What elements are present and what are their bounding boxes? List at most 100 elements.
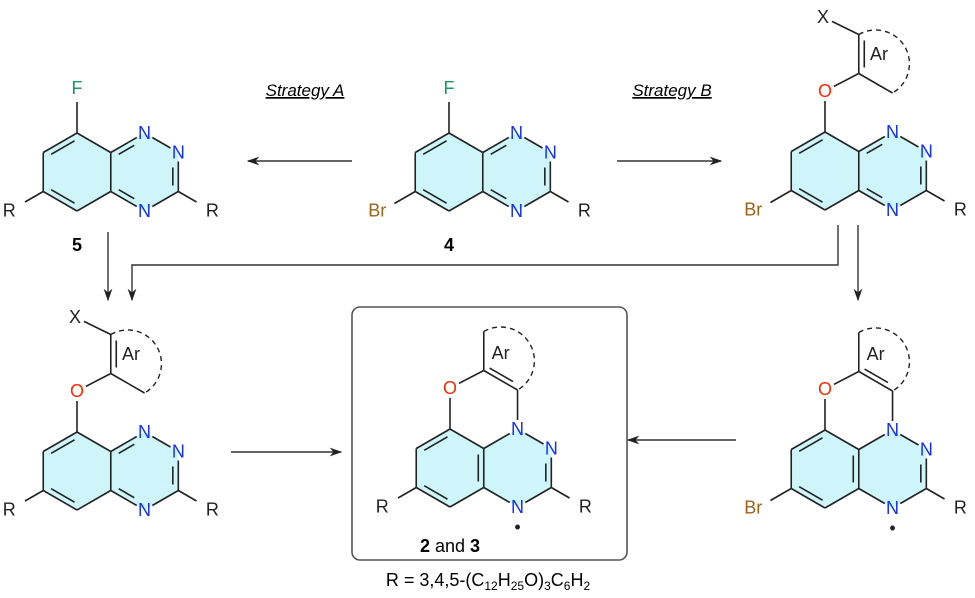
oxygen-atom: O <box>818 81 832 101</box>
aryl-label: Ar <box>122 344 140 364</box>
bond <box>83 320 112 336</box>
bond <box>833 370 860 386</box>
bond <box>151 489 179 507</box>
x-substituent: X <box>817 7 829 27</box>
nitrogen-atom: N <box>886 122 899 142</box>
bond <box>770 487 792 502</box>
bond <box>394 190 416 205</box>
bond <box>42 431 78 453</box>
double-bond <box>118 144 135 155</box>
bond <box>858 72 893 94</box>
bond <box>110 372 145 394</box>
oxygen-atom: O <box>818 379 832 399</box>
nitrogen-atom: N <box>886 420 899 440</box>
r-def-sub: 25 <box>511 579 525 593</box>
bond <box>524 486 552 504</box>
bond <box>482 190 510 208</box>
bond <box>449 428 485 450</box>
bond <box>415 486 451 508</box>
bond <box>85 372 112 388</box>
bond <box>397 486 417 499</box>
bond <box>824 189 860 211</box>
bond <box>790 131 826 153</box>
bond <box>42 489 78 511</box>
r-group: R <box>954 498 967 518</box>
bond <box>415 428 451 450</box>
double-bond <box>489 367 514 383</box>
double-bond <box>422 140 447 155</box>
nitrogen-atom: N <box>544 143 557 163</box>
bond <box>899 189 927 207</box>
aryl-ring-arc <box>858 327 911 392</box>
nitrogen-atom: N <box>138 500 151 520</box>
r-group: R <box>954 200 967 220</box>
r-def-sub: 2 <box>583 579 590 593</box>
and-text: and <box>430 536 470 556</box>
bond <box>824 429 860 451</box>
double-bond <box>798 188 823 203</box>
double-bond <box>423 485 448 500</box>
bond <box>858 487 886 505</box>
bond <box>483 432 511 450</box>
double-bond <box>50 189 75 204</box>
bond <box>549 190 569 203</box>
double-bond <box>798 437 823 452</box>
bond <box>824 487 860 509</box>
bond <box>858 189 886 207</box>
bond <box>458 369 485 385</box>
bond <box>925 487 945 500</box>
fluorine-atom: F <box>72 78 83 98</box>
r-def-part: C <box>551 570 564 590</box>
aryl-ring-arc <box>858 29 911 94</box>
bond <box>899 135 919 148</box>
r-group: R <box>579 497 592 517</box>
r-def-part: H <box>570 570 583 590</box>
r-group: R <box>578 201 591 221</box>
bond <box>76 132 112 154</box>
nitrogen-atom: N <box>545 439 558 459</box>
oxygen-atom: O <box>70 381 84 401</box>
bond <box>790 189 826 211</box>
compound-label-2-and-3: 2 and 3 <box>420 536 480 556</box>
r-def-sub: 6 <box>564 579 571 593</box>
r-def-part: O) <box>524 570 544 590</box>
r-def-sub: 12 <box>484 579 498 593</box>
bond <box>24 190 44 203</box>
bond <box>42 132 78 154</box>
bond <box>858 433 886 451</box>
bond <box>524 432 544 445</box>
bond <box>414 190 450 212</box>
bond <box>110 190 138 208</box>
double-bond <box>50 439 75 454</box>
nitrogen-atom: N <box>920 142 933 162</box>
nitrogen-atom: N <box>138 123 151 143</box>
bond <box>76 431 112 453</box>
nitrogen-atom: N <box>138 422 151 442</box>
bond <box>899 487 927 505</box>
bond <box>482 136 510 154</box>
bond <box>483 369 518 391</box>
nitrogen-atom: N <box>510 201 523 221</box>
bond <box>523 136 543 149</box>
double-bond <box>118 488 135 499</box>
double-bond <box>50 488 75 503</box>
compound-label-4: 4 <box>444 235 454 255</box>
nitrogen-atom: N <box>511 419 524 439</box>
bond <box>76 190 112 212</box>
oxygen-atom: O <box>443 378 457 398</box>
compound-num-2: 2 <box>420 536 430 556</box>
double-bond <box>118 189 135 200</box>
nitrogen-atom: N <box>510 123 523 143</box>
bond <box>24 489 44 502</box>
compound-label-5: 5 <box>72 235 82 255</box>
r-def-part: R = 3,4,5-(C <box>386 570 485 590</box>
bond <box>483 486 511 504</box>
r-def-sub: 3 <box>544 579 551 593</box>
r-group: R <box>376 497 389 517</box>
x-substituent: X <box>69 307 81 327</box>
aryl-ring-arc <box>483 326 536 391</box>
arrow-b-to-left <box>127 225 839 302</box>
